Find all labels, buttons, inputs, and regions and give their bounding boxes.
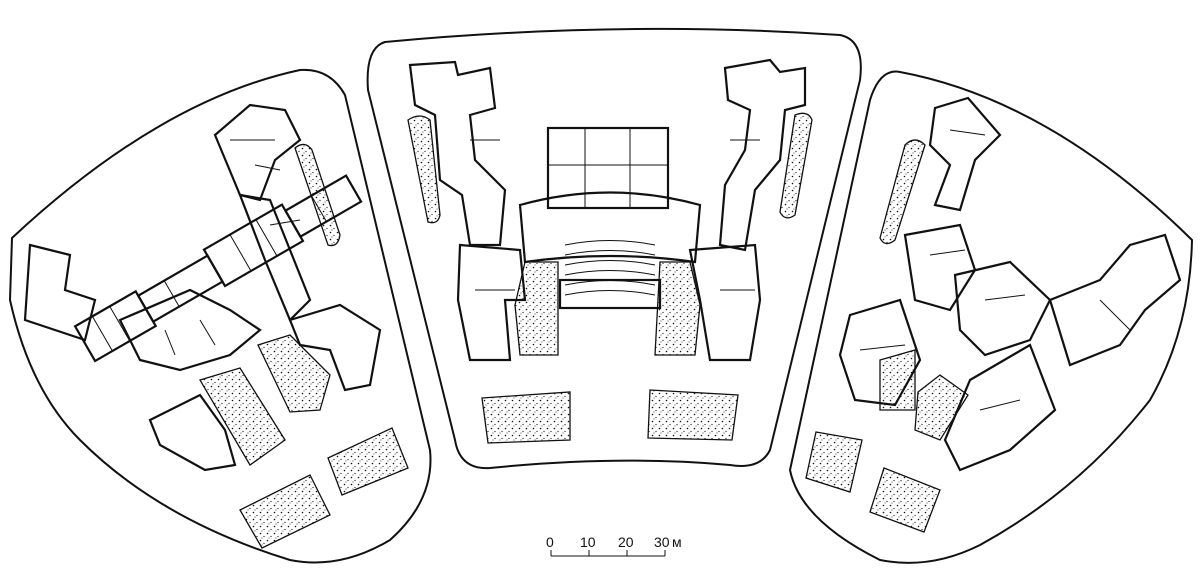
left-garden-2	[257, 334, 331, 413]
scale-bar: 0 10 20 30 м	[546, 534, 682, 557]
scale-tick-0: 0	[546, 534, 554, 550]
right-garden-3	[805, 431, 863, 493]
centre-garden-2	[654, 261, 701, 356]
right-garden-2	[879, 349, 916, 411]
right-garden-strip	[879, 139, 926, 245]
right-garden-1	[914, 374, 969, 441]
centre-garden-4	[647, 389, 739, 441]
left-garden-strip	[294, 143, 341, 247]
scale-tick-20: 20	[618, 534, 634, 550]
right-site-boundary	[788, 70, 1194, 564]
centre-building	[408, 58, 807, 362]
left-garden-3	[327, 427, 409, 496]
scale-unit: м	[672, 534, 682, 550]
left-garden-1	[199, 367, 286, 466]
left-site-block	[8, 68, 432, 564]
right-building	[838, 96, 1182, 472]
centre-site-block	[366, 27, 862, 470]
scale-tick-30: 30	[654, 534, 670, 550]
scale-tick-10: 10	[580, 534, 596, 550]
centre-garden-1	[514, 261, 559, 356]
centre-site-boundary	[366, 27, 862, 470]
left-building-wing-a	[23, 103, 382, 472]
centre-garden-strip-left	[407, 115, 441, 224]
centre-garden-3	[481, 391, 571, 444]
right-site-block	[788, 70, 1194, 564]
right-garden-4	[869, 467, 941, 533]
left-garden-4	[239, 474, 331, 549]
left-site-boundary	[8, 68, 432, 564]
centre-garden-strip-right	[779, 112, 813, 219]
